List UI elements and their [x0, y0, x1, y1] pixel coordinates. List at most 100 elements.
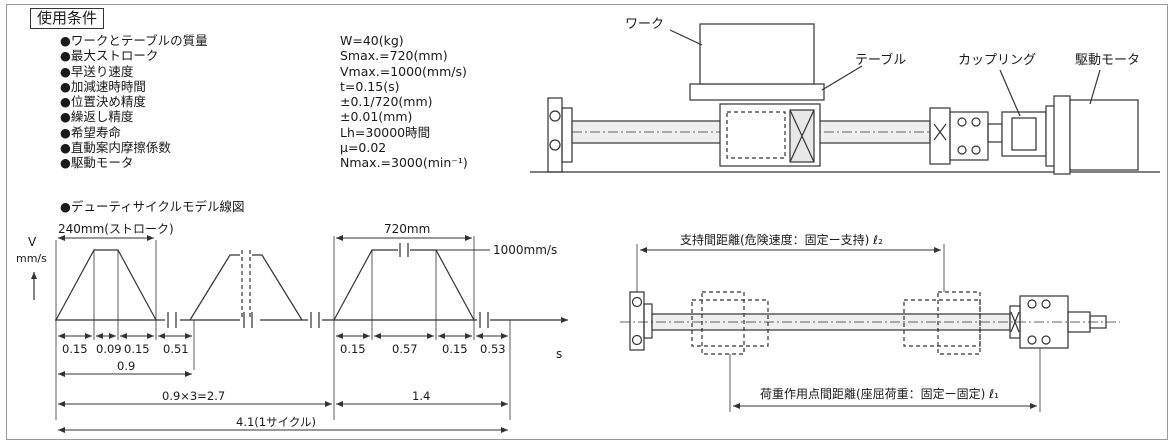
condition-label: ●駆動モータ — [60, 155, 134, 171]
table — [689, 83, 825, 101]
dim-label-t1: 0.15 — [62, 342, 88, 356]
condition-row: ●駆動モータ Nmax.=3000(min⁻¹) — [60, 155, 468, 170]
coupling — [1001, 111, 1047, 157]
condition-value: Lh=30000時間 — [340, 124, 431, 140]
bearing-ball — [971, 145, 981, 155]
machine-assembly — [530, 23, 1160, 175]
bearing-ball — [957, 145, 967, 155]
condition-label: ●位置決め精度 — [60, 94, 146, 110]
leader-line — [999, 69, 1021, 117]
condition-value: ±0.01(mm) — [340, 109, 413, 125]
condition-row: ●位置決め精度 ±0.1/720(mm) — [60, 94, 468, 109]
label-work: ワーク — [625, 17, 664, 32]
leader-line — [821, 65, 863, 91]
condition-value: Vmax.=1000(mm/s) — [340, 63, 467, 79]
dim-label-1-4: 1.4 — [412, 389, 430, 403]
dim-label-t4: 0.51 — [163, 342, 189, 356]
condition-row: ●直動案内摩擦係数 μ=0.02 — [60, 140, 468, 155]
nut-hatch — [789, 109, 815, 163]
drive-motor — [1069, 99, 1139, 171]
velocity-profile-2 — [189, 254, 240, 321]
leader-line — [669, 29, 703, 46]
condition-row: ●最大ストローク Smax.=720(mm) — [60, 48, 468, 63]
shaft-end — [987, 123, 1003, 143]
speed-label: 1000mm/s — [493, 243, 557, 257]
dim-label-0-9: 0.9 — [117, 359, 135, 373]
left-bearing-block — [547, 97, 563, 173]
figure-frame — [6, 4, 1168, 440]
right-bearing-housing — [949, 111, 989, 161]
bearing-ball — [631, 296, 643, 308]
condition-row: ●希望寿命 Lh=30000時間 — [60, 125, 468, 140]
dim-label-t6: 0.57 — [392, 342, 418, 356]
v-axis-label: V — [28, 235, 37, 249]
bearing-ball — [631, 334, 643, 346]
duty-cycle-chart — [31, 235, 568, 433]
bearing-ball — [1041, 299, 1051, 309]
dim-label-2-7: 0.9×3=2.7 — [162, 389, 225, 403]
label-motor: 駆動モータ — [1075, 53, 1140, 68]
condition-row: ●ワークとテーブルの質量 W=40(kg) — [60, 33, 468, 48]
bearing-ball — [549, 110, 561, 122]
condition-row: ●繰返し精度 ±0.01(mm) — [60, 109, 468, 124]
condition-value: Smax.=720(mm) — [340, 48, 448, 64]
condition-value: μ=0.02 — [340, 140, 387, 156]
bearing-ball — [1027, 299, 1037, 309]
shaft-tip — [1089, 315, 1107, 329]
screw-shaft-drawing — [620, 244, 1120, 412]
dim-label-t2: 0.09 — [96, 342, 122, 356]
label-coupling: カップリング — [958, 53, 1036, 68]
condition-label: ●希望寿命 — [60, 124, 121, 140]
v-axis-unit: mm/s — [16, 252, 47, 265]
condition-label: ●ワークとテーブルの質量 — [60, 33, 208, 48]
duty-cycle-title: ●デューティサイクルモデル線図 — [60, 199, 245, 214]
nut-flange-right — [937, 291, 981, 355]
conditions-list: ●ワークとテーブルの質量 W=40(kg) ●最大ストローク Smax.=720(m… — [60, 33, 468, 171]
condition-label: ●直動案内摩擦係数 — [60, 140, 171, 156]
nut-position-left — [691, 299, 769, 347]
conditions-title: 使用条件 — [30, 8, 105, 29]
condition-label: ●繰返し精度 — [60, 109, 134, 125]
bearing-ball — [549, 139, 561, 151]
condition-label: ●最大ストローク — [60, 48, 159, 64]
condition-value: ±0.1/720(mm) — [340, 94, 433, 110]
condition-row: ●早送り速度 Vmax.=1000(mm/s) — [60, 64, 468, 79]
nut-flange-left — [701, 291, 745, 355]
dim-label-t7: 0.15 — [442, 342, 468, 356]
bearing-cross — [1010, 311, 1020, 333]
dim-label-t3: 0.15 — [124, 342, 150, 356]
dim-label-t5: 0.15 — [340, 342, 366, 356]
nut-hidden-line — [726, 111, 786, 159]
dim-label-t8: 0.53 — [480, 342, 506, 356]
condition-value: t=0.15(s) — [340, 78, 400, 94]
condition-value: W=40(kg) — [340, 33, 404, 48]
condition-value: Nmax.=3000(min⁻¹) — [340, 155, 468, 171]
bearing-ball — [971, 117, 981, 127]
leader-line — [1089, 69, 1101, 105]
motor-mount — [1053, 95, 1071, 175]
s-axis-label: s — [556, 347, 562, 361]
right-bearing-block — [929, 107, 951, 165]
support-distance-label: 支持間距離(危険速度：固定ー支持) ℓ₂ — [680, 232, 883, 247]
coupling-core — [1011, 117, 1037, 151]
condition-label: ●加減速時時間 — [60, 78, 146, 94]
velocity-profile-3b — [410, 249, 475, 321]
bearing-ball — [1027, 335, 1037, 345]
velocity-profile-3 — [333, 249, 398, 321]
velocity-profile-2b — [252, 254, 303, 321]
condition-row: ●加減速時時間 t=0.15(s) — [60, 79, 468, 94]
label-table: テーブル — [855, 52, 906, 68]
bearing-cross — [933, 123, 947, 141]
load-distance-label: 荷重作用点間距離(座屈荷重：固定ー固定) ℓ₁ — [760, 386, 999, 401]
left-support-inner — [643, 303, 653, 339]
velocity-profile-1 — [55, 249, 157, 321]
left-bearing-support — [561, 107, 573, 163]
bearing-ball — [957, 117, 967, 127]
bearing-ball — [1041, 335, 1051, 345]
stroke-label-right: 720mm — [384, 222, 430, 236]
condition-label: ●早送り速度 — [60, 63, 134, 79]
dim-label-cycle: 4.1(1サイクル) — [236, 415, 316, 429]
stroke-label-left: 240mm(ストローク) — [58, 222, 174, 236]
work-piece — [699, 23, 815, 85]
